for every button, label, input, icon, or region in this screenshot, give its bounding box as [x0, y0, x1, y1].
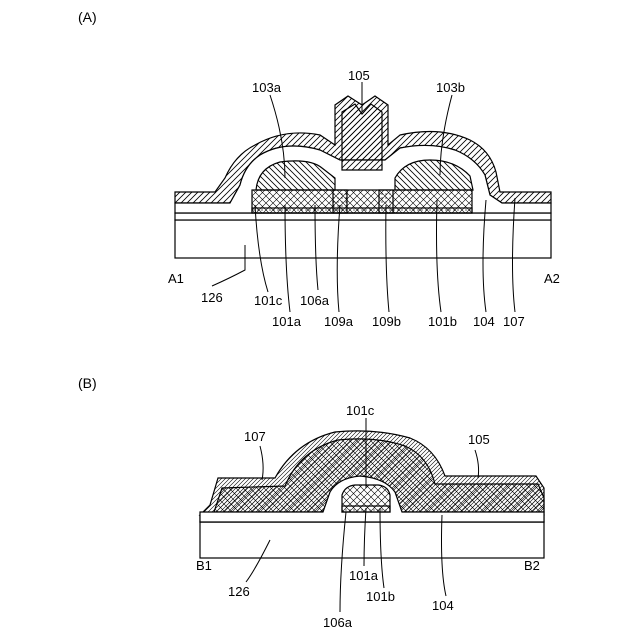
label-101a: 101a	[272, 314, 302, 329]
panel-a: (A) 105 1	[78, 9, 560, 329]
label-b-101b: 101b	[366, 589, 395, 604]
label-a1: A1	[168, 271, 184, 286]
label-b-106a: 106a	[323, 615, 353, 630]
panel-a-title: (A)	[78, 9, 97, 25]
label-b-104: 104	[432, 598, 454, 613]
label-107: 107	[503, 314, 525, 329]
label-b-107: 107	[244, 429, 266, 444]
label-b-101c: 101c	[346, 403, 375, 418]
label-101c: 101c	[254, 293, 283, 308]
label-109a: 109a	[324, 314, 354, 329]
panel-b: (B) 101c 107 105 B1 B2 126 101a 101b 106…	[78, 375, 544, 630]
label-105: 105	[348, 68, 370, 83]
gate-electrode-105	[342, 104, 382, 170]
label-b1: B1	[196, 558, 212, 573]
base-film	[175, 213, 551, 220]
label-a2: A2	[544, 271, 560, 286]
label-106a: 106a	[300, 293, 330, 308]
label-126: 126	[201, 290, 223, 305]
label-103b: 103b	[436, 80, 465, 95]
label-103a: 103a	[252, 80, 282, 95]
label-b-101a: 101a	[349, 568, 379, 583]
substrate-126	[175, 220, 551, 258]
label-101b: 101b	[428, 314, 457, 329]
label-104: 104	[473, 314, 495, 329]
label-109b: 109b	[372, 314, 401, 329]
label-b2: B2	[524, 558, 540, 573]
substrate-126-b	[200, 522, 544, 558]
label-b-126: 126	[228, 584, 250, 599]
label-b-105: 105	[468, 432, 490, 447]
panel-b-title: (B)	[78, 375, 97, 391]
